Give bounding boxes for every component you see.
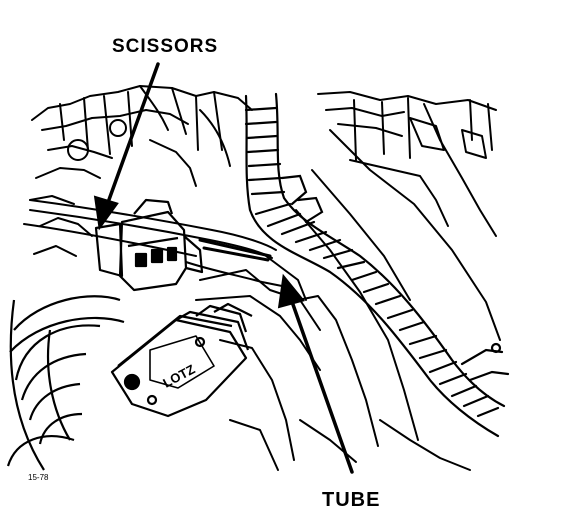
svg-text:LOTZ: LOTZ (160, 361, 197, 390)
tube-arrowhead (277, 273, 306, 309)
pointer-arrows (93, 62, 354, 474)
tube-label: TUBE (322, 489, 381, 511)
sensor-body: LOTZ (110, 302, 253, 418)
figure-code: 15-78 (28, 473, 49, 482)
scissors-tool (198, 238, 272, 262)
scissors-label: SCISSORS (112, 36, 219, 57)
air-intake-duct (6, 295, 125, 471)
tube-arrow-shaft (288, 294, 354, 474)
scissors-arrowhead (93, 195, 119, 231)
engine-background (29, 85, 501, 471)
electrical-connector (94, 198, 204, 292)
wiring-harness (244, 92, 510, 438)
scissors-arrow-shaft (104, 62, 160, 210)
hoses (23, 199, 307, 301)
